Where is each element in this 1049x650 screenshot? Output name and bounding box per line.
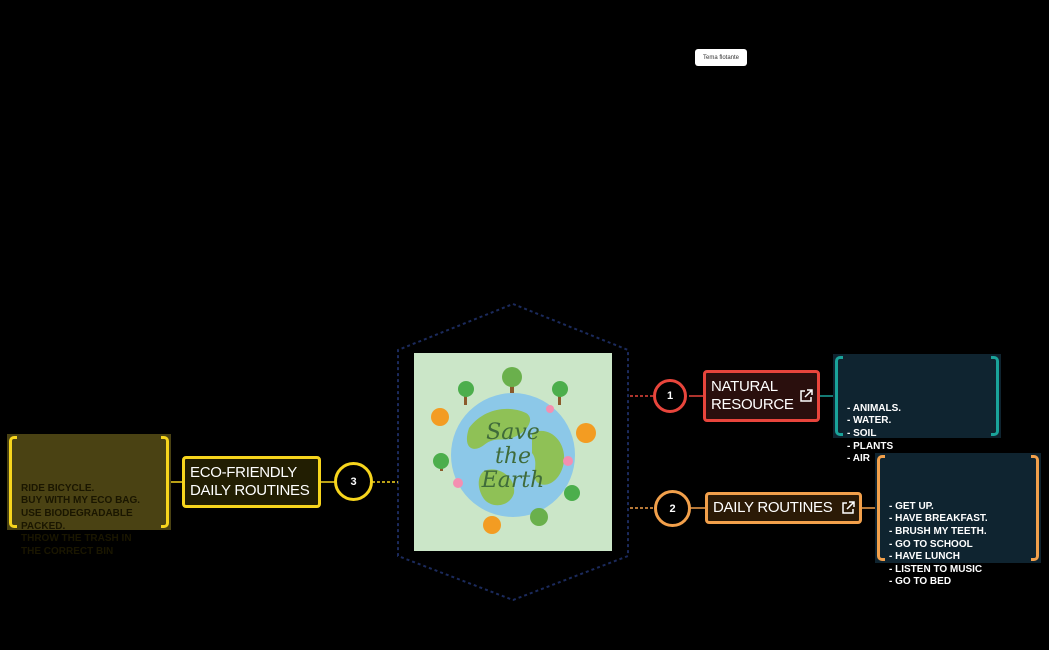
external-link-icon[interactable]: [841, 501, 855, 515]
branch-number-2[interactable]: 2: [654, 490, 691, 527]
image-text-the: the: [495, 444, 531, 469]
image-text-save: Save: [486, 420, 540, 445]
tree-icon: [433, 367, 580, 526]
flower-icon: [431, 405, 596, 534]
note-daily-routines-text: - GET UP. - HAVE BREAKFAST. - BRUSH MY T…: [889, 500, 988, 588]
right-bracket: [161, 436, 169, 528]
floating-topic[interactable]: Tema flotante: [695, 49, 747, 66]
right-bracket: [1031, 455, 1039, 561]
topic-eco-friendly-daily-routines[interactable]: ECO-FRIENDLY DAILY ROUTINES: [182, 456, 321, 508]
topic-daily-routines-label: DAILY ROUTINES: [713, 499, 833, 516]
topic-natural-resource-label: NATURAL RESOURCE: [711, 378, 794, 413]
topic-eco-friendly-label: ECO-FRIENDLY DAILY ROUTINES: [190, 464, 310, 499]
central-image[interactable]: Save the Earth: [414, 353, 612, 551]
left-bracket: [9, 436, 17, 528]
topic-natural-resource[interactable]: NATURAL RESOURCE: [703, 370, 820, 422]
external-link-icon[interactable]: [799, 389, 813, 403]
note-eco-friendly-text: RIDE BICYCLE. BUY WITH MY ECO BAG. USE B…: [21, 482, 141, 557]
note-natural-resource-text: - ANIMALS. - WATER. - SOIL - PLANTS - AI…: [847, 402, 902, 465]
save-the-earth-illustration: Save the Earth: [431, 367, 596, 534]
central-hexagon: [397, 302, 629, 602]
note-daily-routines[interactable]: - GET UP. - HAVE BREAKFAST. - BRUSH MY T…: [875, 453, 1041, 587]
topic-daily-routines[interactable]: DAILY ROUTINES: [705, 492, 862, 524]
note-natural-resource[interactable]: - ANIMALS. - WATER. - SOIL - PLANTS - AI…: [833, 354, 1001, 464]
branch-number-3[interactable]: 3: [334, 462, 373, 501]
image-text-earth: Earth: [481, 468, 545, 493]
note-eco-friendly[interactable]: RIDE BICYCLE. BUY WITH MY ECO BAG. USE B…: [7, 434, 171, 557]
branch-number-1[interactable]: 1: [653, 379, 687, 413]
floating-topic-label: Tema flotante: [702, 54, 740, 61]
left-bracket: [835, 356, 843, 436]
right-bracket: [991, 356, 999, 436]
left-bracket: [877, 455, 885, 561]
